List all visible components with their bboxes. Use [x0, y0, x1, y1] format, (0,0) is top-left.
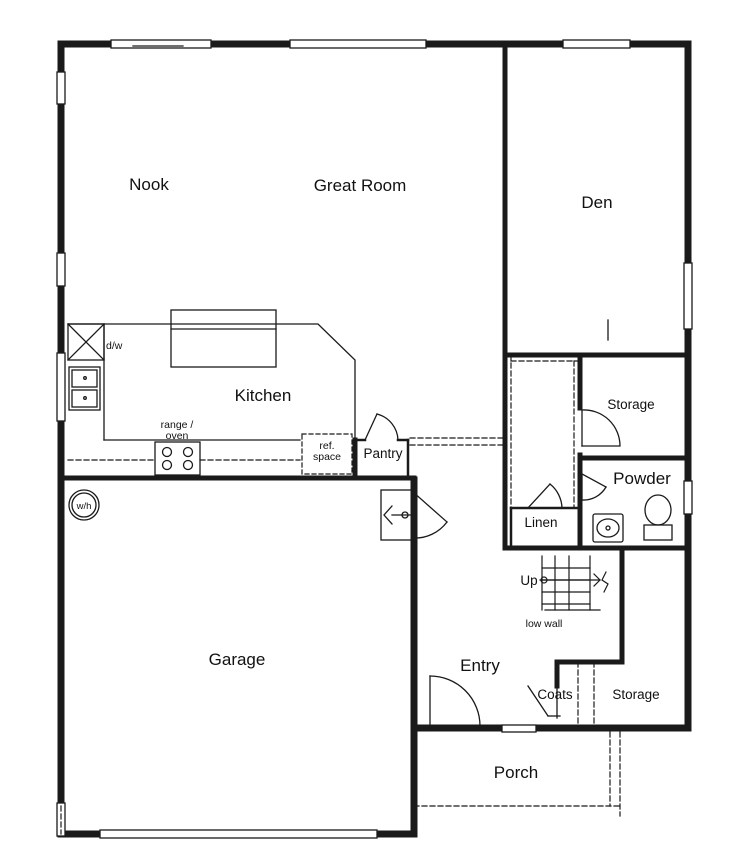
room-label-pantry: Pantry — [363, 446, 402, 461]
label-range-line2: oven — [166, 430, 189, 442]
room-label-coats: Coats — [537, 687, 573, 702]
windows — [56, 39, 693, 839]
dashed-lines — [60, 354, 621, 835]
label-ref-line1: ref. — [319, 440, 334, 452]
room-label-powder: Powder — [613, 469, 671, 488]
stairs — [539, 555, 609, 611]
room-label-storage-lower: Storage — [612, 687, 659, 702]
room-label-nook: Nook — [129, 175, 169, 194]
room-label-linen: Linen — [524, 515, 557, 530]
kitchen-island — [170, 309, 277, 368]
room-label-kitchen: Kitchen — [235, 386, 292, 405]
room-label-great-room: Great Room — [314, 176, 407, 195]
label-stairs-up: Up — [520, 573, 537, 588]
label-ref-line2: space — [313, 451, 341, 463]
room-label-storage-upper: Storage — [607, 397, 654, 412]
label-low-wall: low wall — [526, 618, 563, 630]
water-heater — [68, 489, 100, 521]
room-label-porch: Porch — [494, 763, 538, 782]
range-oven — [154, 441, 201, 476]
room-label-entry: Entry — [460, 656, 500, 675]
label-range-line1: range / — [161, 419, 194, 431]
label-dishwasher: d/w — [106, 340, 123, 352]
doors — [364, 319, 621, 729]
kitchen-counters — [67, 323, 356, 441]
thin-walls — [353, 438, 582, 550]
room-label-den: Den — [581, 193, 612, 212]
powder-fixtures — [592, 494, 673, 543]
interior-walls — [58, 41, 691, 689]
refrigerator-space — [301, 433, 353, 475]
room-label-garage: Garage — [209, 650, 266, 669]
label-water-heater: w/h — [76, 501, 92, 512]
